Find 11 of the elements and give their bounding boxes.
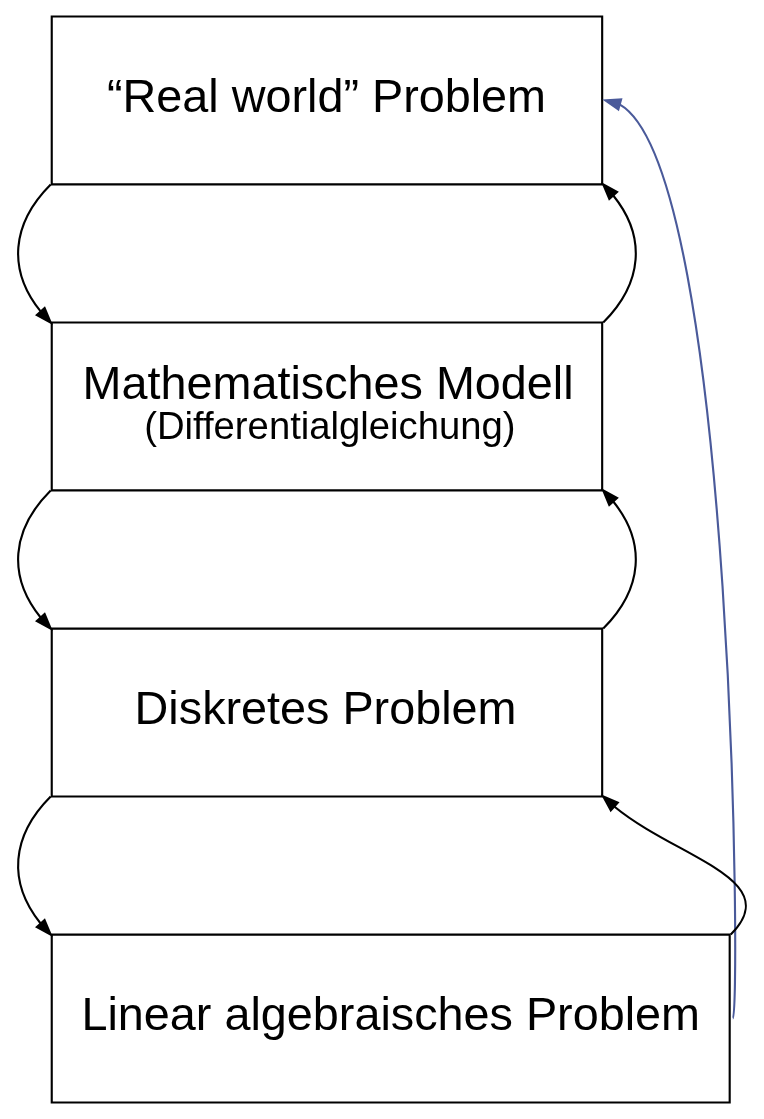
arrow (17, 795, 53, 937)
arrow (17, 489, 53, 631)
arrow (17, 183, 53, 325)
arrow (601, 488, 637, 630)
node-box: Mathematisches Modell (Differentialgleichung) (50, 321, 604, 492)
arrow (602, 98, 737, 1019)
arrow (601, 182, 637, 324)
node-box: Diskretes Problem (50, 627, 604, 798)
node-box: Linear algebraisches Problem (50, 933, 731, 1104)
arrow (600, 794, 747, 936)
node-box: “Real world” Problem (50, 15, 604, 186)
